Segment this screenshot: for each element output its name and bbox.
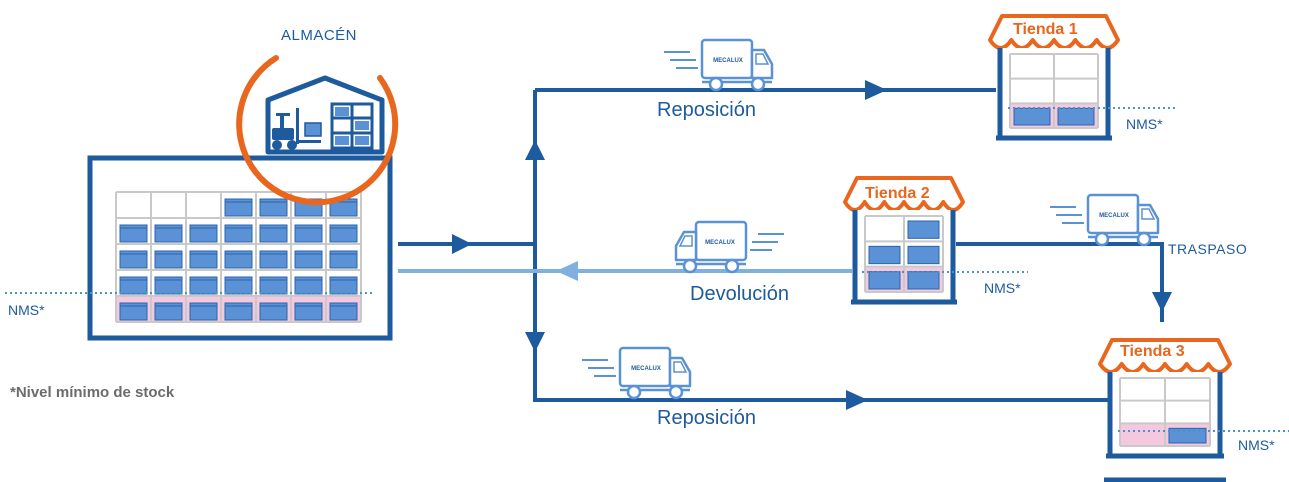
warehouse <box>5 155 393 341</box>
truck-brand-text: MECALUX <box>631 366 661 372</box>
stock-box <box>329 276 358 295</box>
stock-box <box>189 250 218 269</box>
truck-window <box>678 235 693 247</box>
stock-box <box>224 302 253 321</box>
truck-reposicion-top: MECALUX <box>664 38 774 92</box>
truck-wheel <box>724 258 740 274</box>
stock-box <box>119 276 148 295</box>
store-stock-box <box>907 245 940 265</box>
truck-wheel <box>1094 231 1110 247</box>
truck-window <box>673 361 688 373</box>
stock-box <box>154 250 183 269</box>
reposicion-top-arrow <box>865 80 887 100</box>
truck-window <box>1141 208 1156 220</box>
reposicion-bottom-arrow <box>846 390 868 410</box>
store-1-label: Tienda 1 <box>1013 21 1078 38</box>
truck-wheel <box>668 384 684 400</box>
stock-box <box>259 250 288 269</box>
truck-brand-text: MECALUX <box>713 58 743 64</box>
truck-wheel <box>708 76 724 92</box>
store-awning <box>988 14 1120 50</box>
truck-wheel <box>626 384 642 400</box>
devolucion-label: Devolución <box>690 283 789 305</box>
store-stock-box <box>868 245 901 265</box>
stock-box <box>119 224 148 243</box>
stock-box <box>119 250 148 269</box>
truck-wheel <box>750 76 766 92</box>
store-stock-box <box>907 271 940 290</box>
shelving-icon <box>330 102 374 150</box>
stock-box <box>154 224 183 243</box>
store-stock-box <box>1057 107 1095 126</box>
stock-box <box>329 302 358 321</box>
stock-box <box>224 276 253 295</box>
truck-reposicion-bottom: MECALUX <box>582 346 692 400</box>
truck-brand-text: MECALUX <box>1099 213 1129 219</box>
warehouse-nms-label: NMS* <box>8 302 45 318</box>
truck-wheel <box>682 258 698 274</box>
stock-box <box>189 302 218 321</box>
truck-devolucion: MECALUX <box>674 220 784 274</box>
stock-box <box>189 224 218 243</box>
stock-box <box>294 276 323 295</box>
warehouse-racks <box>115 191 362 323</box>
stock-box <box>189 276 218 295</box>
truck-brand-text: MECALUX <box>705 240 735 246</box>
store-stock-box <box>1013 107 1051 126</box>
store-3-nms-label: NMS* <box>1238 437 1275 453</box>
spine-down-arrow <box>525 332 545 352</box>
stock-box <box>294 250 323 269</box>
stock-box <box>329 250 358 269</box>
stock-box <box>294 224 323 243</box>
stock-box <box>154 276 183 295</box>
truck-wheel <box>1136 231 1152 247</box>
store-1 <box>988 14 1120 141</box>
stock-box <box>259 302 288 321</box>
stock-box <box>224 224 253 243</box>
store-awning <box>1098 338 1232 374</box>
store-awning <box>843 176 965 212</box>
spine-up-arrow <box>525 140 545 160</box>
stock-box <box>329 224 358 243</box>
traspaso-arrow <box>1152 292 1172 312</box>
almacen-building-icon <box>265 75 385 155</box>
store-stock-box <box>907 220 940 239</box>
stock-box <box>259 198 288 217</box>
warehouse-out-arrow <box>452 234 472 254</box>
store-3 <box>1098 338 1232 482</box>
reposicion-bottom-label: Reposición <box>657 407 756 429</box>
devolucion-arrow <box>556 261 578 281</box>
store-3-label: Tienda 3 <box>1120 343 1185 360</box>
reposicion-top-label: Reposición <box>657 99 756 121</box>
forklift-icon <box>272 108 321 150</box>
store-2-label: Tienda 2 <box>865 185 930 202</box>
truck-traspaso: MECALUX <box>1050 193 1160 247</box>
stock-box <box>224 250 253 269</box>
store-1-nms-label: NMS* <box>1126 116 1163 132</box>
almacen-label: ALMACÉN <box>281 27 358 44</box>
flow-lines <box>398 80 1172 410</box>
almacen-icon <box>236 55 399 206</box>
stock-box <box>259 276 288 295</box>
footnote: *Nivel mínimo de stock <box>10 384 175 401</box>
store-2-nms-label: NMS* <box>984 280 1021 296</box>
stock-box <box>259 224 288 243</box>
stock-box <box>294 302 323 321</box>
stock-box <box>119 302 148 321</box>
stock-box <box>154 302 183 321</box>
almacen-ring <box>236 55 399 206</box>
stock-box <box>224 198 253 217</box>
store-stock-box <box>868 271 901 290</box>
traspaso-label: TRASPASO <box>1168 241 1248 257</box>
truck-window <box>755 53 770 65</box>
store-2 <box>843 176 965 305</box>
